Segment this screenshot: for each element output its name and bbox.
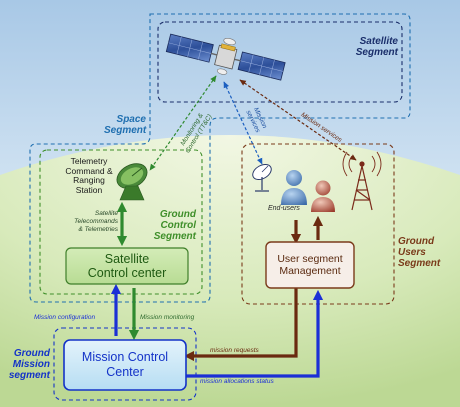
ttc-station-label: Telemetry Command & Ranging Station	[64, 156, 114, 195]
mission-services-dashed-link	[239, 79, 357, 161]
ground-control-label-line3: Segment	[153, 231, 196, 242]
user-segment-management-box[interactable]: User segment Management	[266, 242, 354, 288]
mission-configuration-label: Mission configuration	[34, 314, 95, 322]
space-segment-border	[29, 13, 411, 303]
satellite-control-center-line2: Control center	[87, 266, 167, 280]
space-segment-label: Space Segment	[104, 114, 146, 136]
ttc-station-line3: Ranging	[73, 175, 105, 185]
satellite-icon	[165, 33, 286, 81]
satellite-control-center-shape	[65, 247, 189, 285]
satellite-segment-label: Satellite Segment	[352, 36, 398, 58]
mission-requests-label: mission requests	[210, 347, 259, 355]
user-segment-management-line1: User segment	[277, 253, 343, 265]
mission-requests-text: mission requests	[210, 347, 259, 354]
ground-mission-segment-label: Ground Mission segment	[4, 348, 50, 381]
telecommands-line3: & Telemetries	[78, 226, 119, 233]
mission-allocations-status-label: mission allocations status	[200, 378, 274, 386]
end-users-label: End-users	[268, 205, 300, 213]
ground-users-label-line3: Segment	[398, 258, 441, 269]
telecommands-line1: Satellite	[94, 210, 118, 217]
ground-mission-label-line2: Mission	[12, 359, 50, 370]
ground-users-label-line1: Ground	[398, 236, 435, 247]
dish-antenna-icon	[116, 163, 148, 201]
user-segment-management-shape	[265, 241, 355, 289]
radio-tower-icon	[342, 151, 382, 211]
user-icon	[311, 180, 335, 212]
mission-control-center-line1: Mission Control	[81, 350, 169, 364]
mission-control-center-shape	[63, 339, 187, 391]
ttc-station-line1: Telemetry	[70, 156, 108, 166]
ttc-station-line2: Command &	[65, 165, 113, 176]
ground-mission-label-line1: Ground	[13, 348, 50, 359]
ground-mission-label-line3: segment	[8, 370, 50, 381]
ground-users-segment-label: Ground Users Segment	[398, 236, 454, 269]
mission-configuration-text: Mission configuration	[34, 314, 96, 321]
user-icon	[281, 170, 307, 205]
satellite-segment-label-line1: Satellite	[359, 36, 398, 47]
telecommands-line2: Telecommands	[74, 218, 118, 225]
ground-users-label-line2: Users	[398, 247, 426, 258]
space-segment-label-line2: Segment	[104, 125, 147, 136]
ground-control-label-line1: Ground	[159, 209, 196, 220]
ttc-dashed-link	[149, 75, 217, 171]
mission-monitoring-text: Mission monitoring	[140, 314, 195, 321]
telecommands-label: Satellite Telecommands & Telemetries	[66, 210, 118, 234]
ground-control-label-line2: Control	[160, 220, 196, 231]
satellite-segment-label-line2: Segment	[355, 47, 398, 58]
ground-control-segment-label: Ground Control Segment	[152, 209, 196, 242]
mission-control-center-box[interactable]: Mission Control Center	[64, 340, 186, 390]
mission-requests-arrow	[183, 288, 298, 362]
satellite-segment-border	[157, 21, 403, 103]
mission-allocations-status-arrow	[186, 289, 324, 378]
mission-control-center-line2: Center	[106, 365, 144, 379]
dish-antenna-icon	[252, 163, 272, 192]
earth-hill	[0, 135, 460, 407]
mission-allocations-status-text: mission allocations status	[200, 378, 274, 385]
user-segment-management-line2: Management	[279, 265, 341, 277]
satellite-control-center-line1: Satellite	[104, 252, 150, 266]
end-users-text: End-users	[268, 205, 300, 212]
mission-monitoring-label: Mission monitoring	[140, 314, 194, 322]
ttc-station-line4: Station	[75, 184, 103, 195]
ground-mission-segment-border	[53, 327, 197, 401]
satellite-control-center-box[interactable]: Satellite Control center	[66, 248, 188, 284]
space-segment-label-line1: Space	[116, 114, 146, 125]
